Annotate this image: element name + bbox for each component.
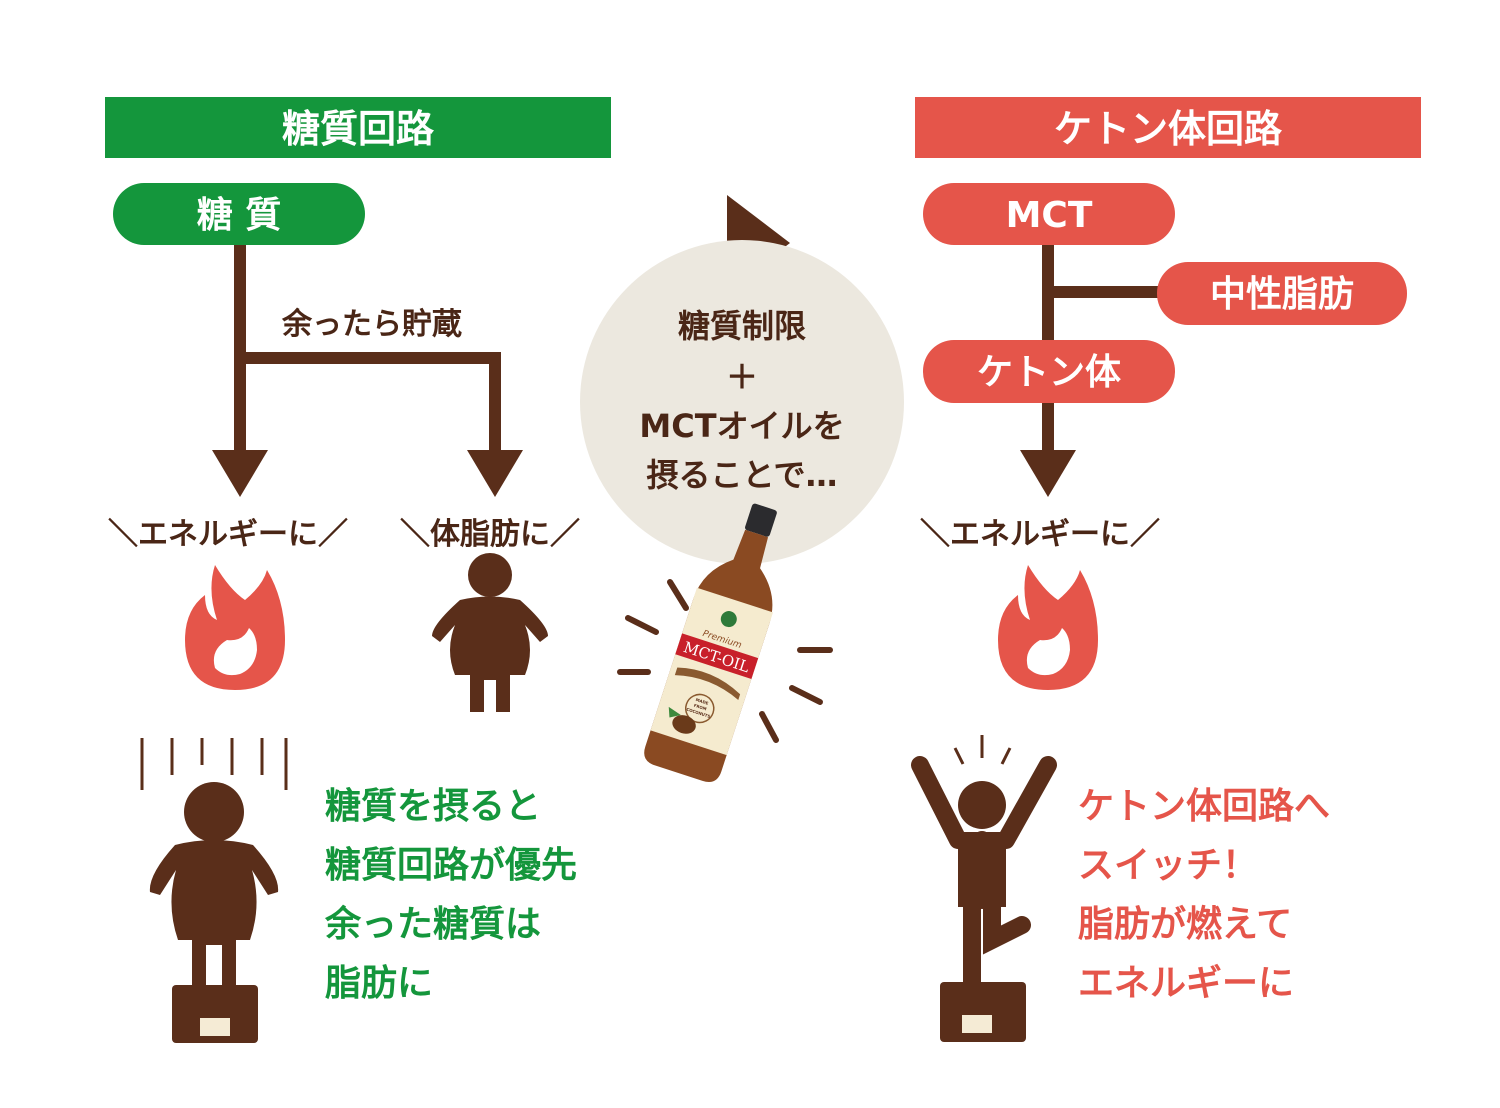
side-pill-fat: [1157, 262, 1407, 325]
svg-text:余った糖質は: 余った糖質は: [324, 903, 541, 945]
left-summary: 糖質を摂ると 糖質回路が優先 余った糖質は 脂肪に: [324, 786, 577, 1004]
center-circle: [580, 240, 904, 564]
happy-person-on-scale-icon: [911, 756, 1057, 1042]
falling-lines: [140, 738, 288, 790]
output-fat-label: ＼体脂肪に／: [400, 517, 580, 552]
source-pill-mct: [923, 183, 1175, 245]
svg-text:エネルギーに: エネルギーに: [1078, 963, 1294, 1004]
fat-person-icon: [432, 553, 548, 712]
center-line: ＋: [726, 358, 758, 396]
branch-label: 余ったら貯蔵: [281, 307, 462, 342]
center-line: MCTオイルを: [639, 407, 844, 445]
left-title: 糖質回路: [282, 107, 435, 151]
fat-person-on-scale-icon: [149, 782, 279, 1043]
svg-text:脂肪が燃えて: 脂肪が燃えて: [1078, 904, 1292, 945]
svg-text:糖質回路が優先: 糖質回路が優先: [325, 845, 577, 886]
source-label: MCT: [1006, 195, 1093, 236]
svg-text:糖質を摂ると: 糖質を摂ると: [325, 786, 541, 827]
left-header: [105, 97, 611, 158]
right-title: ケトン体回路: [1054, 107, 1283, 151]
bottle-cap: [745, 503, 777, 537]
right-header: [915, 97, 1421, 158]
arrow-down-icon: [1020, 450, 1076, 497]
joy-lines: [953, 735, 1012, 765]
svg-text:MADE: MADE: [695, 697, 709, 706]
middle-pill-ketone: [923, 340, 1175, 403]
svg-text:ケトン体回路へ: ケトン体回路へ: [1078, 786, 1330, 827]
center-line: 糖質制限: [678, 307, 806, 345]
left-flow-lines: [234, 240, 501, 455]
svg-text:FROM: FROM: [693, 703, 707, 712]
middle-label: ケトン体: [977, 352, 1121, 393]
source-pill-sugar: [113, 183, 365, 245]
flame-icon: [185, 565, 285, 690]
side-label: 中性脂肪: [1210, 274, 1354, 315]
svg-text:スイッチ！: スイッチ！: [1078, 845, 1258, 886]
mct-oil-bottle: Premium MCT-OIL MADE FROM COCONUTS: [644, 503, 777, 783]
output-energy-label: ＼エネルギーに／: [108, 517, 348, 552]
arrow-down-icon: [212, 450, 268, 497]
center-line: 摂ることで…: [646, 456, 837, 494]
arrow-down-icon: [467, 450, 523, 497]
flame-icon: [998, 565, 1098, 690]
sparkle-lines: [617, 579, 833, 743]
right-summary: ケトン体回路へ スイッチ！ 脂肪が燃えて エネルギーに: [1078, 786, 1330, 1004]
svg-text:脂肪に: 脂肪に: [325, 963, 433, 1004]
output-energy-label: ＼エネルギーに／: [920, 517, 1160, 552]
source-label: 糖 質: [197, 195, 282, 236]
brand-logo: [720, 611, 737, 628]
